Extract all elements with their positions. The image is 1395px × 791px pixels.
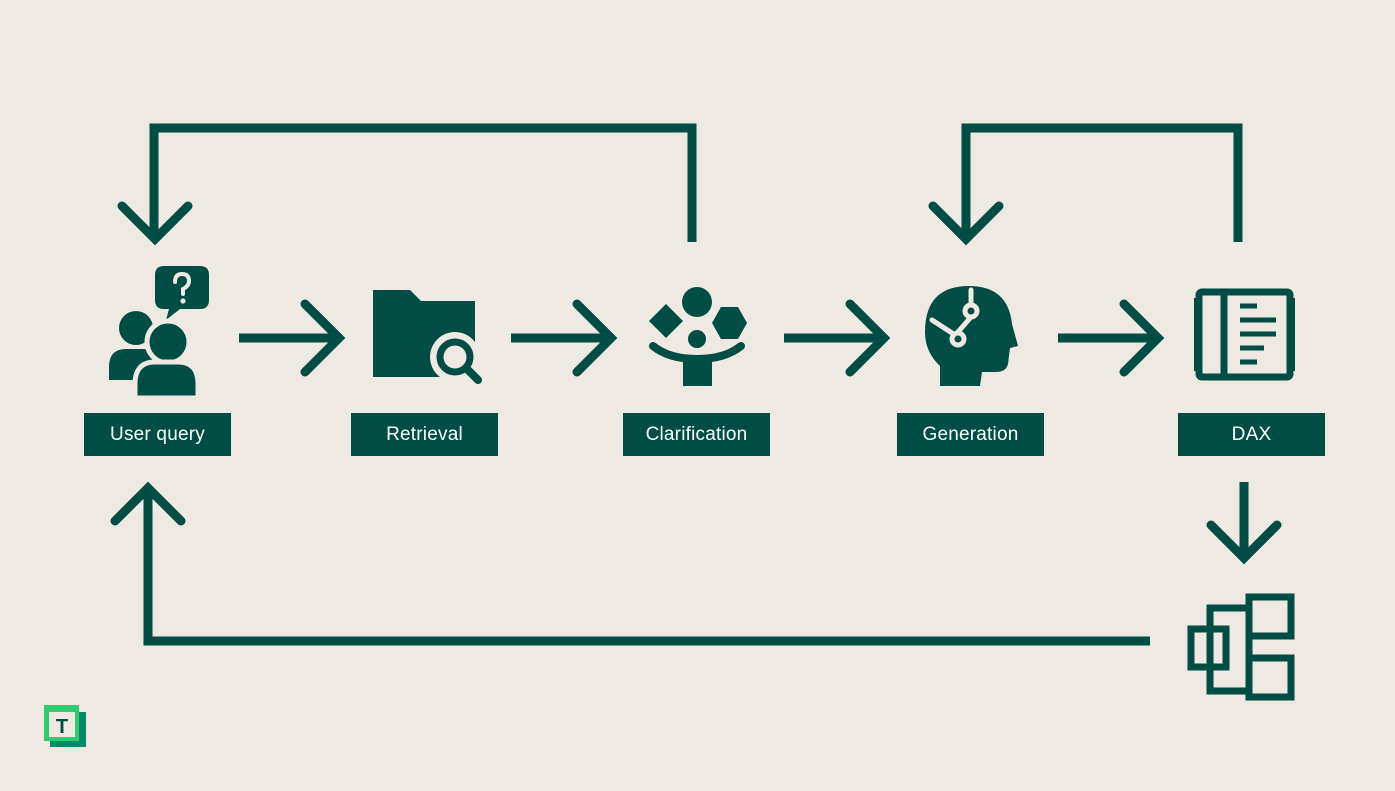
ai-head-icon xyxy=(925,286,1018,386)
arrow-user-query-to-retrieval xyxy=(239,299,346,377)
return-arrow-head-user-query xyxy=(110,481,186,526)
feedback-arrow-clarification-to-user-query xyxy=(149,123,697,242)
code-document-icon xyxy=(1194,288,1295,381)
arrow-dax-to-output xyxy=(1206,482,1282,565)
feedback-arrow-dax-to-generation xyxy=(961,123,1243,242)
stage-label-retrieval: Retrieval xyxy=(351,413,498,456)
clarification-shapes-icon xyxy=(649,287,747,386)
folder-search-icon xyxy=(373,290,482,384)
brand-logo: T xyxy=(44,705,86,747)
stage-label-clarification: Clarification xyxy=(623,413,770,456)
arrow-generation-to-dax xyxy=(1058,299,1165,377)
feedback-arrow-head-generation xyxy=(928,201,1004,246)
arrow-retrieval-to-clarification xyxy=(511,299,618,377)
stage-label-generation: Generation xyxy=(897,413,1044,456)
user-question-icon xyxy=(109,266,209,401)
stage-label-dax: DAX xyxy=(1178,413,1325,456)
return-arrow-output-to-user-query xyxy=(143,492,1150,646)
logo-letter: T xyxy=(56,716,68,738)
arrow-clarification-to-generation xyxy=(784,299,891,377)
stage-label-user-query: User query xyxy=(84,413,231,456)
data-tables-icon xyxy=(1187,593,1295,701)
feedback-arrow-head-user-query xyxy=(117,201,193,246)
